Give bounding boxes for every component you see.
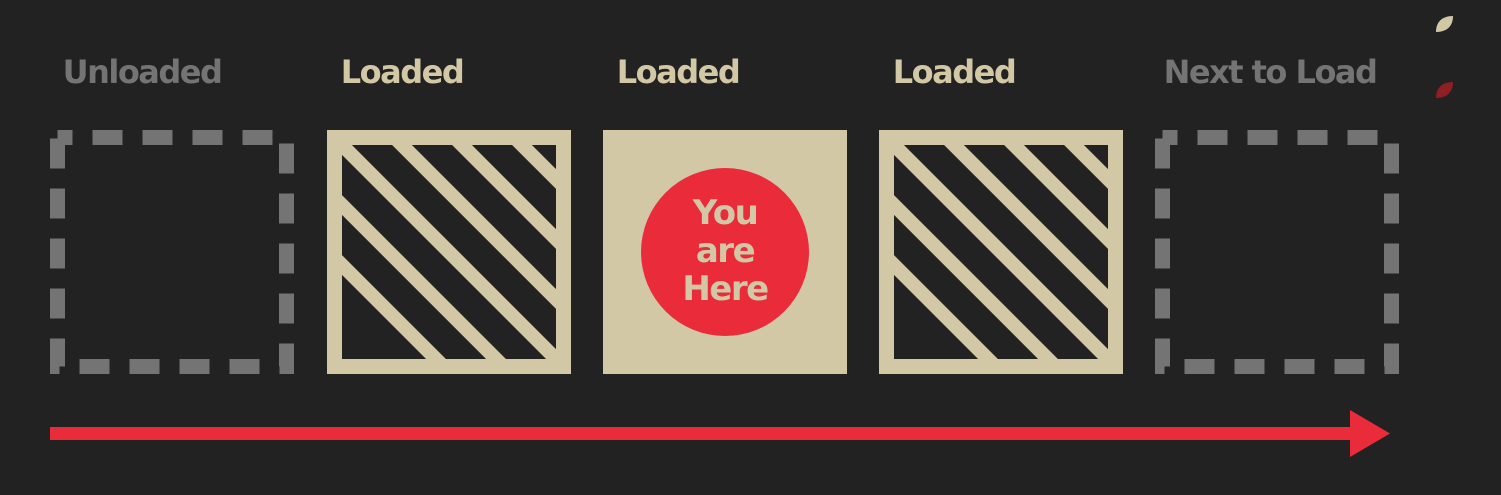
stage-label-loaded-2: Loaded (892, 53, 1017, 91)
stage-label-next-to-load: Next to Load (1163, 53, 1378, 91)
you-are-here-circle (641, 168, 809, 336)
current-tile: You are Here (603, 130, 847, 374)
you-are-here-marker: You are Here (641, 168, 809, 336)
next-to-load-tile (1155, 130, 1399, 374)
stage-label-loaded-1: Loaded (340, 53, 465, 91)
loaded-tile-2 (879, 130, 1123, 374)
loaded-tile-1 (327, 130, 571, 374)
you-are-here-line-2: are (695, 231, 756, 271)
you-are-here-line-3: Here (682, 269, 769, 309)
cream-leaf-icon (1436, 16, 1453, 32)
stage-label-unloaded: Unloaded (62, 53, 223, 91)
red-leaf-icon (1436, 82, 1453, 98)
stage-label-loaded-current: Loaded (616, 53, 741, 91)
unloaded-tile (50, 130, 294, 374)
you-are-here-line-1: You (692, 193, 759, 233)
load-direction-arrow (50, 410, 1390, 457)
